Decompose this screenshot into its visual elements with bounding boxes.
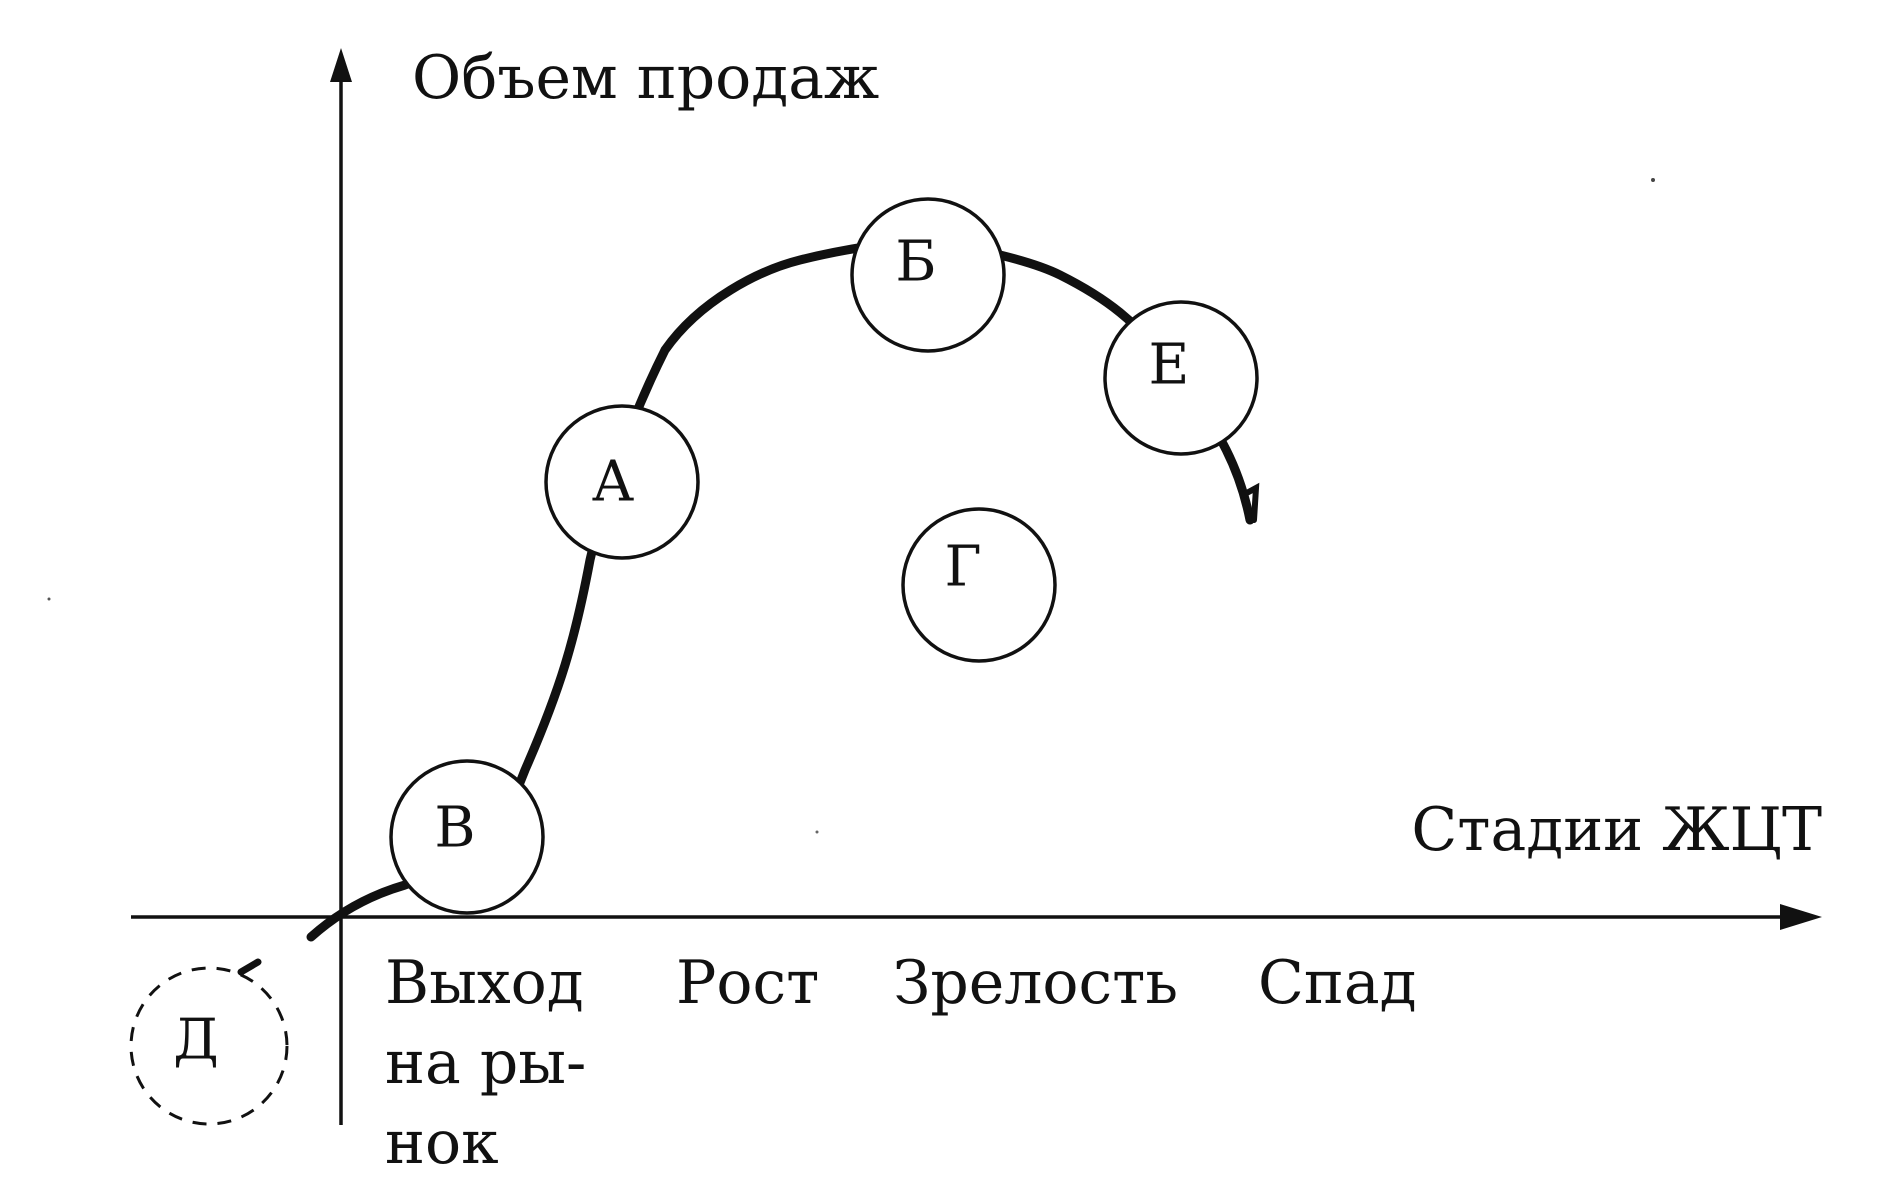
curve-end-tick <box>1240 482 1260 523</box>
stage-entry-line3: нок <box>385 1108 499 1178</box>
circle-a-label: А <box>592 450 634 515</box>
circle-b-label: Б <box>895 230 936 295</box>
y-axis-arrowhead <box>330 48 352 82</box>
stage-growth-label: Рост <box>676 948 819 1018</box>
circle-g-label: Г <box>944 535 981 600</box>
circle-a <box>544 404 700 560</box>
circle-b <box>850 197 1006 353</box>
scan-speck <box>47 597 51 601</box>
scan-speck <box>815 830 819 834</box>
stage-maturity-label: Зрелость <box>893 948 1178 1018</box>
stage-entry-line2: на ры- <box>385 1028 586 1098</box>
circle-d-label: Д <box>173 1008 219 1073</box>
circle-d <box>129 966 289 1126</box>
circle-v-label: В <box>434 796 475 861</box>
y-axis-label: Объем продаж <box>412 43 879 113</box>
x-axis-label: Стадии ЖЦТ <box>1411 795 1822 865</box>
curve-prestart-dash <box>237 958 262 976</box>
circle-g <box>901 507 1057 663</box>
stage-decline-label: Спад <box>1258 948 1417 1018</box>
circle-e <box>1103 300 1259 456</box>
circle-e-label: Е <box>1149 333 1190 398</box>
stage-entry-line1: Выход <box>385 948 584 1018</box>
x-axis-arrowhead <box>1780 904 1822 930</box>
scan-speck <box>1651 178 1655 182</box>
circle-v <box>389 759 545 915</box>
